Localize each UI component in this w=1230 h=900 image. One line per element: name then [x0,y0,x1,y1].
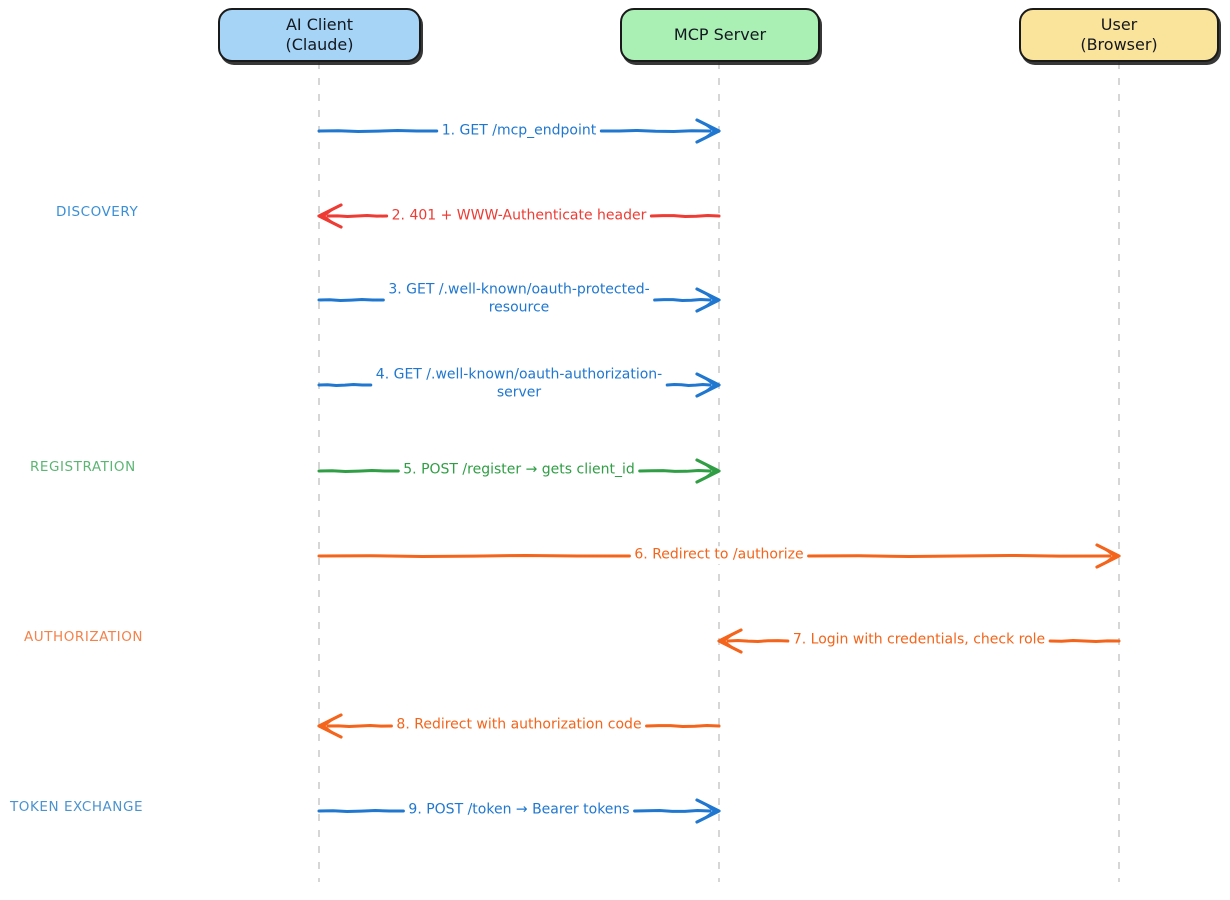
message-4-shaft-1 [665,382,712,388]
participant-mcp-server-name: MCP Server [673,25,767,45]
message-arrow-3 [317,287,721,313]
message-label-6: 6. Redirect to /authorize [631,546,807,564]
message-label-1: 1. GET /mcp_endpoint [438,122,600,140]
participant-ai-client[interactable]: AI Client(Claude) [218,8,421,62]
message-9-shaft-1 [633,809,712,813]
message-3-arrowhead-fill [703,293,719,307]
message-6-shaft-1 [807,553,1112,559]
message-1-shaft-1 [599,128,712,133]
message-8-shaft-0 [326,723,393,729]
message-3-shaft-1 [653,297,712,302]
message-9-shaft-0 [317,808,405,814]
message-6-shaft-0 [317,553,631,559]
message-5-shaft-1 [638,469,712,473]
phase-label-authorization: AUTHORIZATION [24,629,144,645]
message-2-shaft-0 [326,213,389,219]
participant-user-browser-subtitle: (Browser) [1080,35,1158,54]
message-7-shaft-0 [726,638,790,644]
message-5-arrowhead-fill [703,464,719,478]
message-7-shaft-1 [1048,638,1121,644]
participant-mcp-server[interactable]: MCP Server [620,8,820,62]
message-label-4: 4. GET /.well-known/oauth-authorization-… [372,366,666,402]
message-label-8: 8. Redirect with authorization code [393,716,645,734]
message-arrow-5 [317,458,721,484]
phase-label-discovery: DISCOVERY [56,204,139,220]
message-label-3: 3. GET /.well-known/oauth-protected- res… [385,281,653,317]
message-arrows-group [317,118,1121,824]
participant-ai-client-name: AI Client [285,15,354,35]
message-arrow-7 [717,628,1121,654]
message-1-shaft-0 [317,128,439,134]
message-8-shaft-1 [645,723,721,728]
message-4-shaft-0 [317,382,373,388]
participant-ai-client-subtitle: (Claude) [285,35,354,54]
message-arrow-8 [317,713,721,739]
phase-label-token-exchange: TOKEN EXCHANGE [10,799,144,815]
participant-user-browser[interactable]: User(Browser) [1019,8,1219,62]
message-label-7: 7. Login with credentials, check role [789,631,1049,649]
participant-user-browser-name: User [1100,15,1138,35]
message-label-2: 2. 401 + WWW-Authenticate header [388,207,650,225]
message-arrow-1 [317,118,721,144]
message-5-shaft-0 [317,468,400,474]
message-2-arrowhead-fill [319,209,335,223]
message-label-9: 9. POST /token → Bearer tokens [405,801,633,819]
message-arrow-9 [317,798,721,824]
message-6-arrowhead-fill [1103,549,1119,563]
message-4-arrowhead-fill [703,378,719,392]
message-8-arrowhead-fill [319,719,335,733]
message-9-arrowhead-fill [703,804,719,818]
message-label-5: 5. POST /register → gets client_id [400,461,638,479]
message-1-arrowhead-fill [703,124,719,138]
message-arrow-4 [317,372,721,398]
message-2-shaft-1 [649,213,721,218]
message-arrow-6 [317,543,1121,569]
message-7-arrowhead-fill [719,634,735,648]
message-3-shaft-0 [317,297,385,303]
message-arrow-2 [317,203,721,229]
phase-label-registration: REGISTRATION [30,459,136,475]
